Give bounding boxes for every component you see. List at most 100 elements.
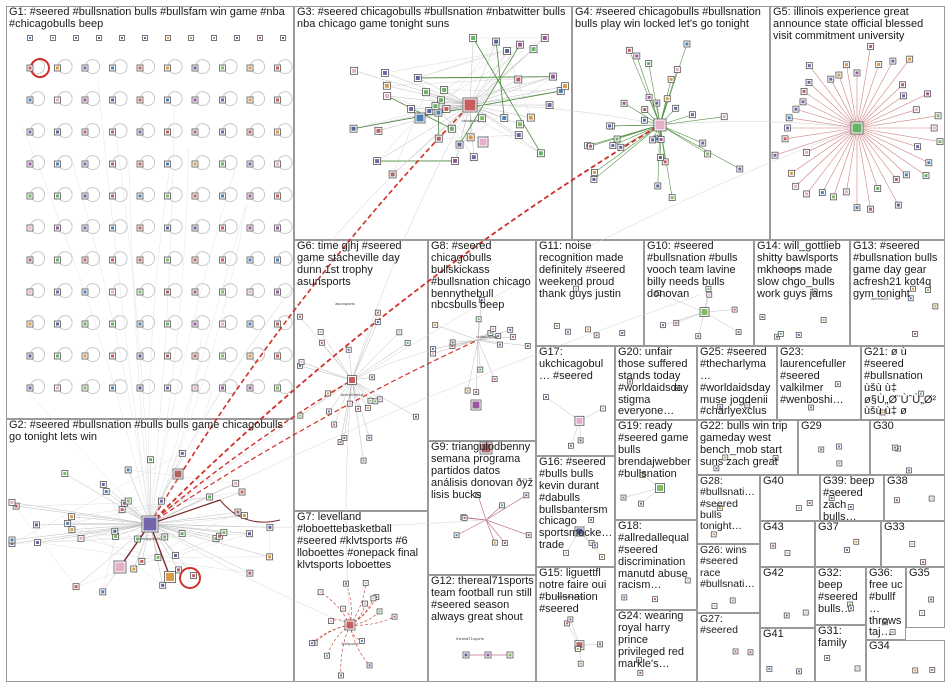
isolate-node	[219, 160, 226, 168]
graph-edge	[149, 392, 212, 525]
graph-edge	[321, 342, 353, 381]
isolate-node	[54, 64, 61, 72]
graph-node	[500, 114, 509, 122]
graph-node	[523, 492, 530, 499]
graph-node	[645, 60, 653, 67]
graph-edge	[149, 523, 351, 626]
graph-edge	[149, 104, 471, 525]
graph-node	[792, 182, 800, 190]
graph-node	[358, 638, 365, 644]
isolate-node	[81, 320, 89, 328]
graph-node	[711, 603, 718, 609]
group-box-g5	[770, 6, 945, 240]
graph-node	[805, 78, 813, 86]
group-box-g27	[697, 613, 760, 682]
graph-edge	[417, 76, 553, 79]
graph-node	[440, 86, 449, 94]
graph-node	[910, 285, 916, 292]
graph-node	[134, 535, 141, 543]
graph-node	[374, 319, 381, 325]
graph-node	[577, 437, 584, 444]
isolate-node	[274, 160, 281, 168]
graph-node	[364, 405, 371, 411]
graph-edge	[149, 523, 171, 578]
graph-node	[33, 521, 40, 529]
isolate-node	[50, 35, 56, 41]
graph-node	[563, 549, 569, 556]
graph-edge	[386, 76, 553, 86]
graph-node	[879, 409, 886, 416]
graph-edge	[469, 104, 541, 154]
graph-node	[238, 488, 246, 496]
graph-edge	[67, 523, 151, 525]
graph-node	[744, 402, 751, 409]
graph-node	[495, 333, 502, 339]
group-label-g4: G4: #seered chicagobulls #bullsnation bu…	[575, 7, 761, 30]
isolate-node	[81, 96, 89, 104]
isolate-node	[274, 384, 281, 392]
graph-node	[591, 168, 598, 176]
graph-node	[451, 157, 459, 165]
graph-node	[732, 648, 739, 655]
graph-edge	[345, 379, 353, 626]
graph-node	[430, 345, 436, 352]
group-box-g1	[6, 6, 294, 419]
isolate-node	[136, 256, 144, 264]
graph-node	[785, 114, 793, 122]
group-g3: G3: #seered chicagobulls #bullsnation #n…	[294, 6, 572, 240]
graph-node	[925, 287, 931, 293]
isolate-node	[246, 64, 254, 72]
isolate-node	[246, 320, 254, 328]
graph-node	[553, 323, 560, 329]
graph-edge	[495, 41, 505, 119]
graph-node	[835, 71, 843, 79]
graph-node	[905, 467, 912, 474]
isolate-node	[26, 256, 34, 264]
graph-node	[573, 285, 579, 292]
group-label-g37: G37	[818, 522, 839, 533]
graph-node	[705, 286, 712, 293]
isolate-node	[136, 96, 144, 104]
graph-node	[490, 325, 497, 332]
group-box-g43	[760, 521, 815, 567]
graph-node	[729, 597, 736, 604]
graph-node	[772, 455, 779, 461]
graph-node	[425, 107, 434, 115]
isolate-node	[274, 192, 281, 200]
graph-edge	[658, 292, 705, 313]
isolate-node	[164, 224, 171, 232]
graph-edge	[438, 37, 545, 139]
graph-node	[124, 497, 132, 505]
graph-node	[731, 306, 738, 313]
graph-node	[925, 159, 933, 167]
graph-edge	[161, 496, 210, 502]
group-label-g3: G3: #seered chicagobulls #bullsnation #n…	[297, 7, 566, 30]
graph-edge	[80, 515, 245, 539]
graph-edge	[856, 127, 907, 176]
isolate-node	[81, 192, 89, 200]
group-label-g1: G1: #seered #bullsnation bulls #bullsfam…	[9, 7, 285, 30]
graph-node	[138, 558, 146, 565]
graph-node	[928, 596, 935, 603]
isolate-node	[136, 352, 144, 360]
graph-node	[627, 378, 633, 385]
graph-edge	[11, 453, 183, 544]
graph-node	[806, 500, 813, 506]
isolate-node	[246, 352, 254, 360]
graph-edge	[803, 91, 858, 129]
graph-node	[99, 588, 107, 596]
graph-node	[853, 538, 860, 545]
isolate-node	[165, 35, 171, 41]
graph-node	[836, 443, 842, 450]
group-g18: G18: #allredallequal #seered discriminat…	[615, 520, 697, 610]
graph-node	[853, 204, 861, 212]
graph-edge	[477, 329, 511, 341]
graph-edge	[351, 339, 479, 381]
graph-node	[636, 657, 642, 664]
graph-node	[526, 113, 535, 122]
graph-edge	[11, 523, 151, 541]
graph-node	[803, 190, 810, 198]
graph-node	[564, 620, 570, 627]
group-box-g37	[815, 521, 881, 567]
graph-node	[370, 595, 377, 602]
